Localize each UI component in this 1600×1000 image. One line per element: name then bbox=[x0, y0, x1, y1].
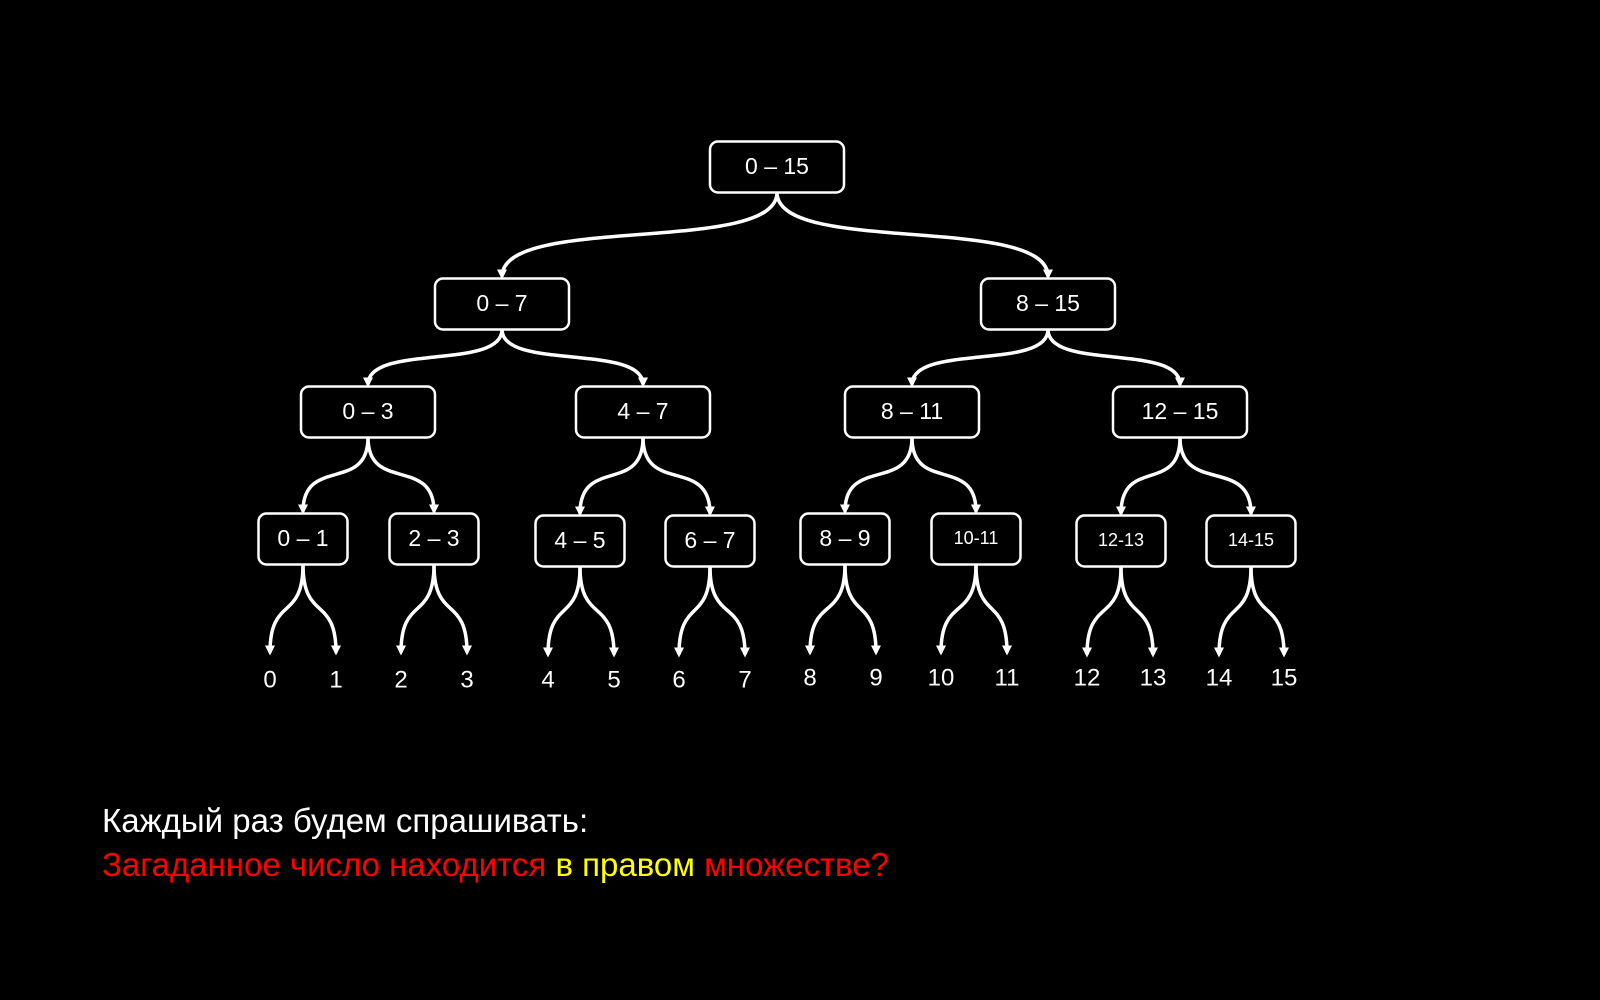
tree-node-label: 0 – 3 bbox=[342, 398, 393, 424]
tree-edge-l1-0-1 bbox=[500, 329, 648, 388]
leaf-edge-14 bbox=[1214, 566, 1253, 658]
tree-node-box bbox=[257, 512, 349, 566]
tree-leaf-label: 6 bbox=[672, 667, 685, 694]
tree-node-3-1: 2 – 3 bbox=[388, 512, 480, 566]
tree-node-label: 8 – 11 bbox=[881, 398, 943, 424]
tree-node-2-3: 12 – 15 bbox=[1111, 385, 1249, 439]
leaf-edge-8 bbox=[805, 564, 847, 656]
tree-edge-l2-0-1 bbox=[366, 437, 439, 515]
tree-leaf-label: 10 bbox=[928, 665, 955, 692]
caption-question-intro: Каждый раз будем спрашивать: bbox=[102, 802, 589, 839]
tree-leaf-label: 8 bbox=[803, 665, 816, 692]
leaf-edge-7 bbox=[708, 566, 750, 658]
tree-leaf-label: 4 bbox=[541, 667, 554, 694]
leaf-edge-0 bbox=[265, 564, 305, 656]
tree-node-box bbox=[433, 277, 571, 331]
tree-edge-l1-1-0 bbox=[907, 329, 1050, 388]
tree-node-box bbox=[708, 140, 846, 194]
tree-node-3-7: 14-15 bbox=[1205, 514, 1297, 568]
leaf-edge-2 bbox=[396, 564, 436, 656]
tree-node-3-2: 4 – 5 bbox=[534, 514, 626, 568]
tree-edge-l1-0-0 bbox=[363, 329, 504, 388]
leaf-edge-10 bbox=[936, 564, 978, 656]
leaf-edge-9 bbox=[843, 564, 881, 656]
tree-edge-l2-1-0 bbox=[575, 437, 645, 517]
tree-edge-l2-3-1 bbox=[1178, 437, 1256, 517]
leaf-edge-6 bbox=[674, 566, 712, 658]
tree-node-3-5: 10-11 bbox=[930, 512, 1022, 566]
tree-node-2-2: 8 – 11 bbox=[843, 385, 981, 439]
leaf-edge-5 bbox=[578, 566, 619, 658]
tree-node-label: 8 – 15 bbox=[1016, 290, 1080, 316]
tree-leaf-label: 13 bbox=[1140, 665, 1167, 692]
tree-node-1-0: 0 – 7 bbox=[433, 277, 571, 331]
leaf-edge-12 bbox=[1082, 566, 1123, 658]
tree-node-3-0: 0 – 1 bbox=[257, 512, 349, 566]
tree-node-box bbox=[1075, 514, 1167, 568]
tree-node-box bbox=[799, 512, 891, 566]
tree-leaf-label: 14 bbox=[1206, 665, 1233, 692]
tree-node-label: 2 – 3 bbox=[408, 525, 459, 551]
tree-node-1-1: 8 – 15 bbox=[979, 277, 1117, 331]
leaf-edge-13 bbox=[1119, 566, 1158, 658]
tree-leaf-label: 0 bbox=[263, 667, 276, 694]
tree-node-label: 4 – 7 bbox=[617, 398, 668, 424]
tree-leaf-label: 11 bbox=[995, 665, 1020, 692]
tree-edge-l0-0-1 bbox=[775, 192, 1053, 280]
tree-node-box bbox=[388, 512, 480, 566]
tree-node-label: 14-15 bbox=[1228, 530, 1274, 550]
tree-leaf-label: 5 bbox=[607, 667, 620, 694]
tree-node-box bbox=[1205, 514, 1297, 568]
tree-edge-l0-0-0 bbox=[497, 192, 779, 280]
caption-question-part-yellow: в правом bbox=[555, 846, 695, 883]
tree-edge-l2-2-0 bbox=[840, 437, 914, 515]
tree-node-2-0: 0 – 3 bbox=[299, 385, 437, 439]
leaf-edge-11 bbox=[974, 564, 1012, 656]
tree-node-3-6: 12-13 bbox=[1075, 514, 1167, 568]
tree-node-label: 0 – 15 bbox=[745, 153, 809, 179]
tree-edge-l2-1-1 bbox=[641, 437, 715, 517]
tree-node-box bbox=[930, 512, 1022, 566]
tree-leaf-label: 9 bbox=[869, 665, 882, 692]
tree-leaf-label: 12 bbox=[1074, 665, 1101, 692]
tree-edge-l2-3-0 bbox=[1116, 437, 1182, 517]
tree-edge-l1-1-1 bbox=[1046, 329, 1185, 388]
leaf-edge-15 bbox=[1249, 566, 1289, 658]
tree-node-box bbox=[843, 385, 981, 439]
tree-node-label: 8 – 9 bbox=[819, 525, 870, 551]
leaf-edge-4 bbox=[543, 566, 582, 658]
caption-question-part-red: Загаданное число находится bbox=[102, 846, 556, 883]
tree-leaf-label: 2 bbox=[394, 667, 407, 694]
tree-node-3-4: 8 – 9 bbox=[799, 512, 891, 566]
tree-edge-l2-2-1 bbox=[910, 437, 981, 515]
tree-edge-l2-0-0 bbox=[298, 437, 370, 515]
tree-node-label: 12 – 15 bbox=[1142, 398, 1219, 424]
tree-node-box bbox=[1111, 385, 1249, 439]
tree-leaf-label: 7 bbox=[738, 667, 751, 694]
tree-node-label: 6 – 7 bbox=[684, 527, 735, 553]
tree-node-label: 4 – 5 bbox=[554, 527, 605, 553]
tree-node-label: 10-11 bbox=[954, 528, 999, 548]
tree-node-0-0: 0 – 15 bbox=[708, 140, 846, 194]
tree-node-3-3: 6 – 7 bbox=[664, 514, 756, 568]
tree-node-2-1: 4 – 7 bbox=[574, 385, 712, 439]
tree-node-box bbox=[664, 514, 756, 568]
tree-node-box bbox=[979, 277, 1117, 331]
leaf-edge-1 bbox=[301, 564, 341, 656]
tree-leaf-label: 15 bbox=[1271, 665, 1298, 692]
caption-question-part-red-end: множестве? bbox=[694, 846, 889, 883]
leaf-edge-3 bbox=[432, 564, 472, 656]
tree-node-label: 0 – 1 bbox=[277, 525, 328, 551]
tree-node-box bbox=[299, 385, 437, 439]
tree-node-box bbox=[574, 385, 712, 439]
caption-question: Загаданное число находится в правом множ… bbox=[102, 846, 889, 884]
tree-leaf-label: 1 bbox=[329, 667, 342, 694]
tree-leaf-label: 3 bbox=[460, 667, 473, 694]
tree-node-box bbox=[534, 514, 626, 568]
tree-node-label: 12-13 bbox=[1098, 530, 1144, 550]
tree-node-label: 0 – 7 bbox=[476, 290, 527, 316]
